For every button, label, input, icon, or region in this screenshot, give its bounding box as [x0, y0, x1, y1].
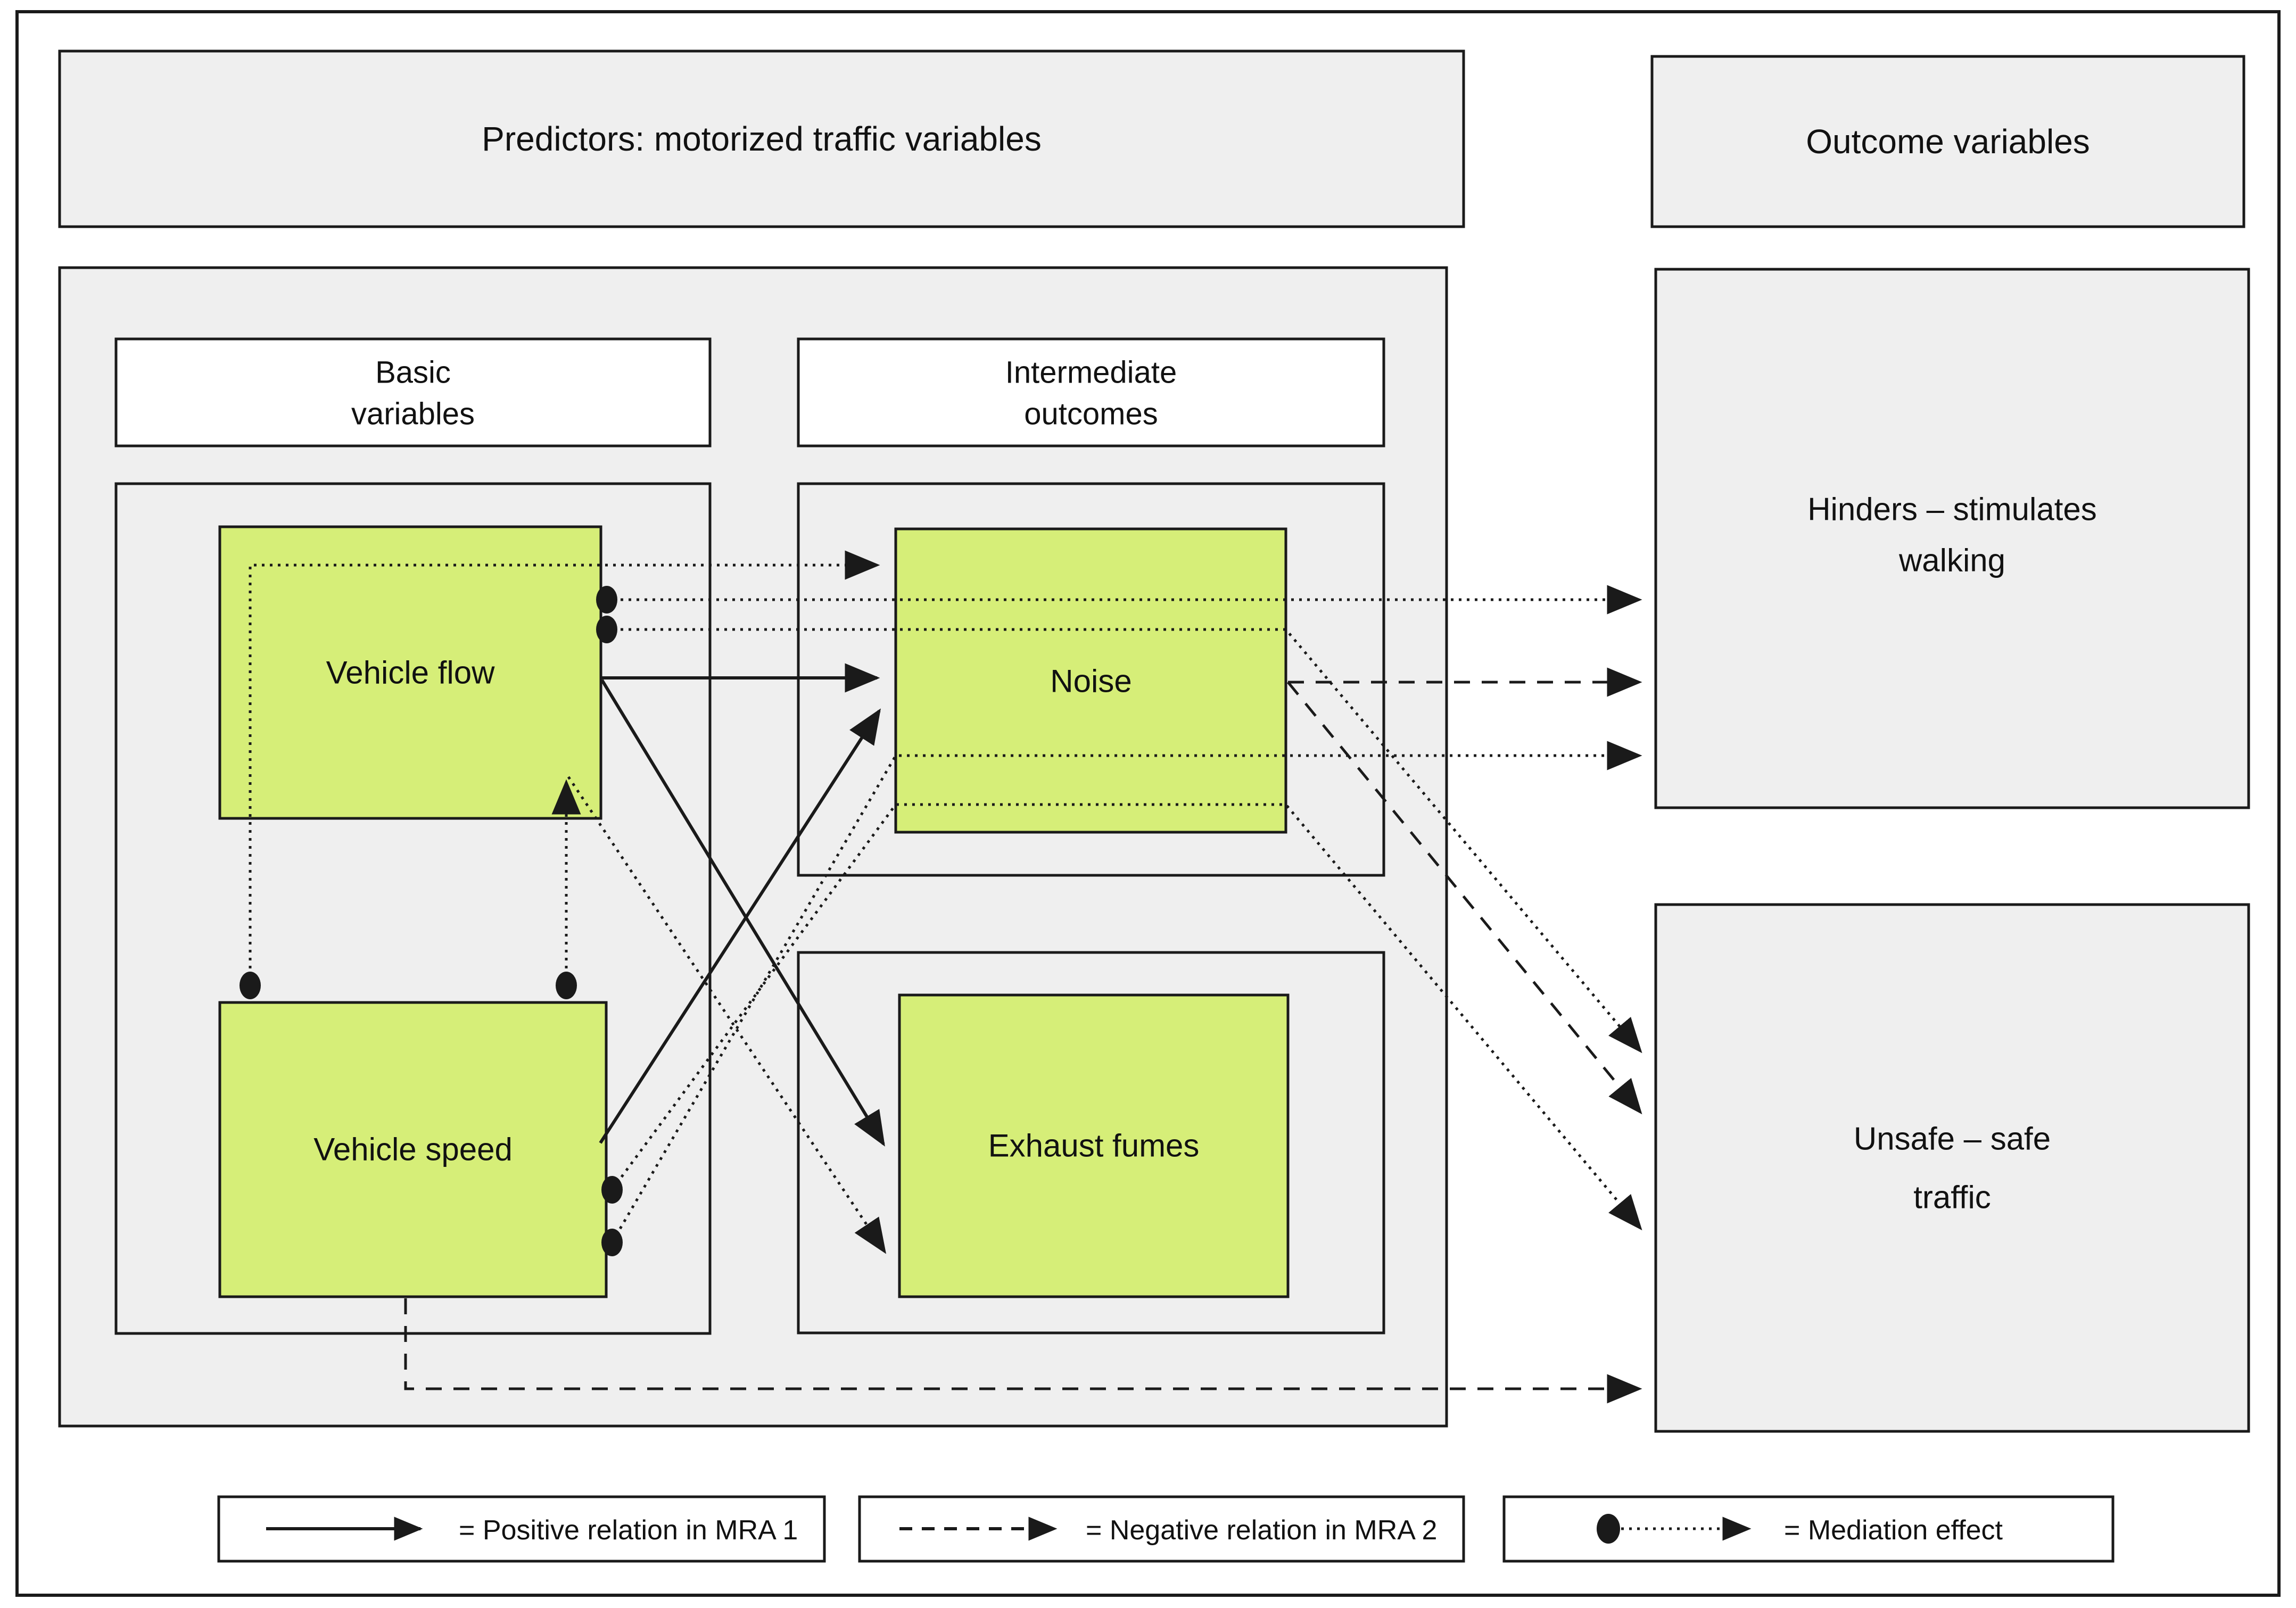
basic-variables-label-box: [114, 337, 712, 447]
outcome-header-box: [1650, 55, 2245, 228]
dashed-arrow-speed-to-unsafe: [404, 1298, 1642, 1404]
exhaust-fumes-label: Exhaust fumes: [988, 1128, 1200, 1164]
vehicle-flow-label: Vehicle flow: [326, 655, 495, 691]
dashed-arrow-noise-to-unsafe: [1287, 681, 1642, 1115]
mediation-dot-flow-1: [596, 586, 617, 614]
noise-box: [894, 527, 1287, 834]
basic-variables-label-line2: variables: [351, 397, 475, 432]
predictors-header-label: Predictors: motorized traffic variables: [482, 120, 1042, 158]
exhaust-fumes-box: [898, 993, 1290, 1298]
basic-variables-label-line1: Basic: [375, 355, 451, 390]
outcome-header-label: Outcome variables: [1806, 122, 2090, 161]
unsafe-traffic-label-line2: traffic: [1913, 1180, 1991, 1215]
unsafe-traffic-box: [1654, 903, 2250, 1433]
hinders-walking-box: [1654, 268, 2250, 809]
intermediate-outcomes-label-line2: outcomes: [1024, 397, 1158, 432]
legend-mediation-label: = Mediation effect: [1784, 1515, 2003, 1546]
vehicle-speed-box: [218, 1001, 608, 1298]
vehicle-flow-box: [218, 525, 602, 820]
intermediate-outcomes-label-box: [797, 337, 1385, 447]
mediation-dot-icon: [1597, 1514, 1620, 1544]
solid-arrow-flow-to-exhaust: [600, 679, 885, 1147]
legend-negative-box: [858, 1495, 1465, 1563]
vehicle-speed-label: Vehicle speed: [313, 1132, 513, 1167]
mediation-dot-speed-right-1: [601, 1176, 623, 1204]
mediation-dot-flow-2: [596, 616, 617, 643]
mediation-dot-speed-top-left: [239, 972, 261, 999]
legend-negative-label: = Negative relation in MRA 2: [1086, 1515, 1437, 1546]
predictors-header-box: [58, 49, 1465, 228]
legend-positive-label: = Positive relation in MRA 1: [459, 1515, 798, 1546]
mediation-dot-speed-right-2: [601, 1229, 623, 1256]
hinders-walking-label-line2: walking: [1898, 543, 2005, 578]
intermediate-outcomes-label-line1: Intermediate: [1005, 355, 1177, 390]
solid-arrow-speed-to-noise: [599, 708, 881, 1144]
mediation-dot-speed-top-right: [556, 972, 577, 999]
noise-label: Noise: [1050, 664, 1132, 699]
unsafe-traffic-label-line1: Unsafe – safe: [1854, 1121, 2051, 1157]
mediation-flow-via-noise-to-unsafe: [605, 628, 1642, 1054]
hinders-walking-label-line1: Hinders – stimulates: [1807, 492, 2097, 527]
